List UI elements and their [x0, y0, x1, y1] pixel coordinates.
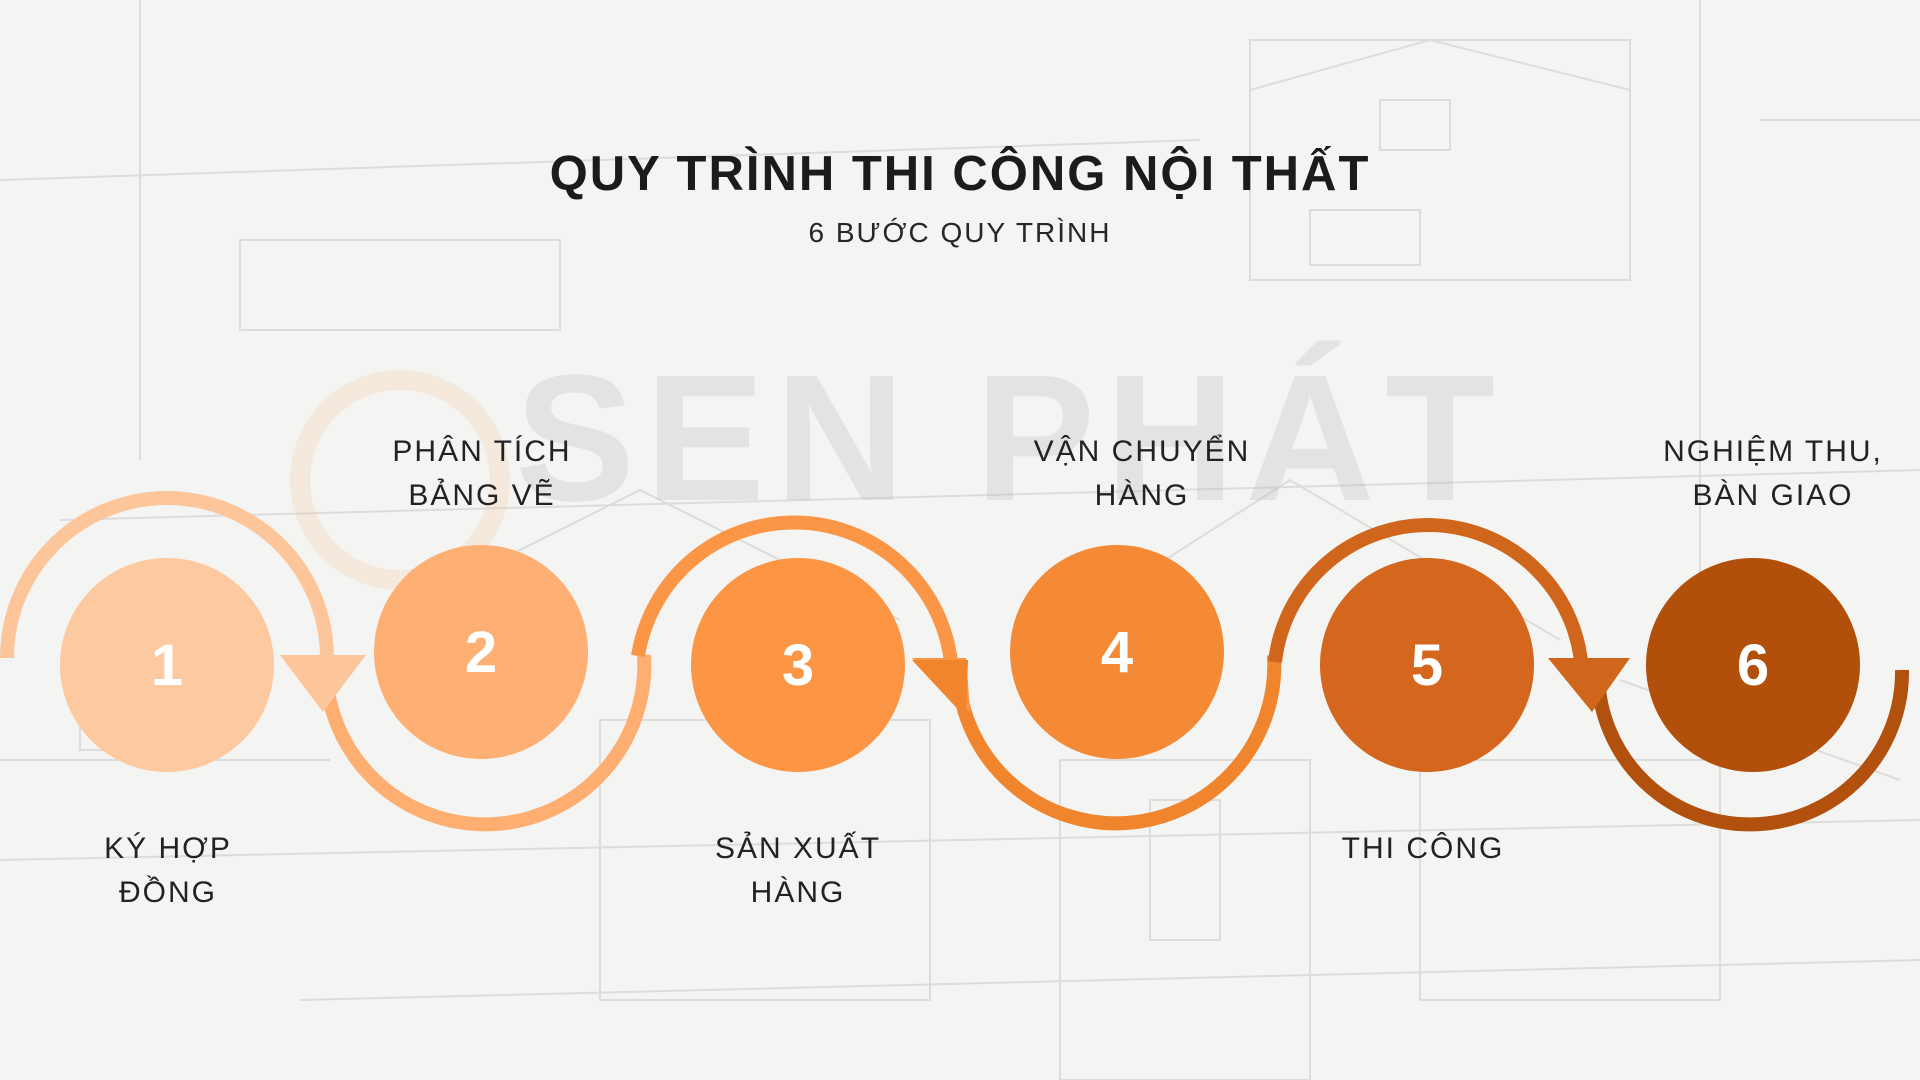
- step-label-1: KÝ HỢP ĐỒNG: [104, 832, 232, 909]
- step-number-3: 3: [781, 632, 815, 698]
- arc-5: [1268, 518, 1589, 676]
- page-subtitle: 6 BƯỚC QUY TRÌNH: [808, 217, 1112, 248]
- step-number-6: 6: [1736, 632, 1770, 698]
- step-label-2: PHÂN TÍCH BẢNG VẼ: [392, 435, 572, 512]
- step-circle-5: 5: [1320, 558, 1534, 772]
- step-circle-4: 4: [1010, 545, 1224, 759]
- step-circle-6: 6: [1646, 558, 1860, 772]
- step-number-1: 1: [150, 632, 184, 698]
- step-number-4: 4: [1100, 619, 1134, 685]
- step-label-4: VẬN CHUYỂN HÀNG: [1033, 435, 1251, 512]
- step-circle-1: 1: [60, 558, 274, 772]
- arc-4: [951, 654, 1282, 831]
- arrowhead-4: [912, 660, 968, 718]
- arrowhead-5: [1548, 658, 1630, 712]
- step-label-5: THI CÔNG: [1341, 832, 1505, 865]
- page-title: QUY TRÌNH THI CÔNG NỘI THẤT: [549, 147, 1371, 201]
- step-circle-3: 3: [691, 558, 905, 772]
- step-label-6: NGHIỆM THU, BÀN GIAO: [1663, 435, 1883, 512]
- arc-1: [0, 491, 334, 659]
- step-number-5: 5: [1410, 632, 1444, 698]
- arc-3: [631, 515, 959, 676]
- arc-6: [1591, 669, 1910, 832]
- step-label-3: SẢN XUẤT HÀNG: [714, 832, 882, 909]
- watermark-text: SEN PHÁT: [515, 338, 1505, 539]
- step-circle-2: 2: [374, 545, 588, 759]
- step-number-2: 2: [464, 619, 498, 685]
- arrowhead-1: [280, 655, 366, 712]
- arc-2: [319, 654, 652, 832]
